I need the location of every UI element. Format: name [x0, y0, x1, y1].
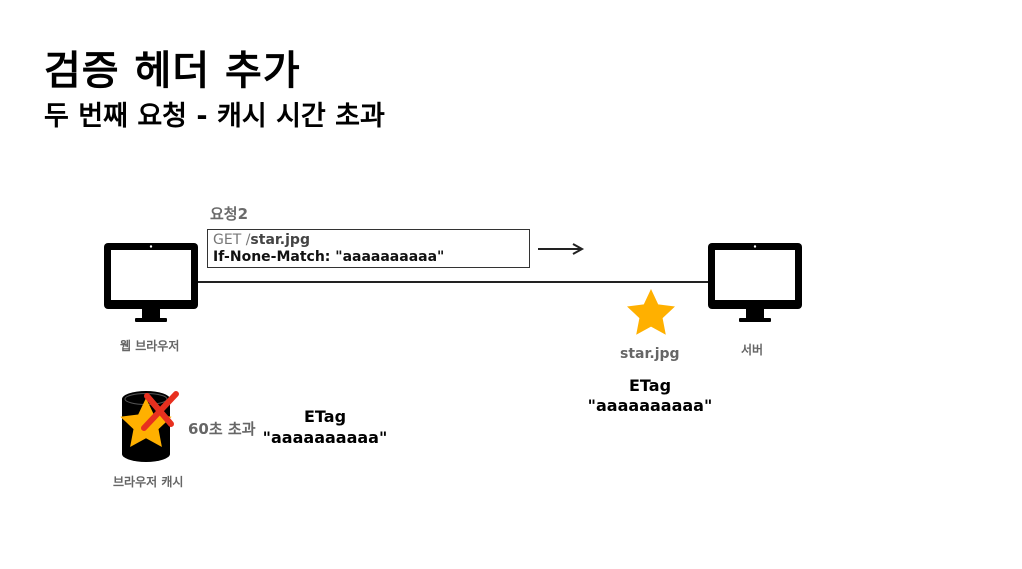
- server-etag-value: "aaaaaaaaaa": [587, 396, 713, 415]
- request-box: GET /star.jpg If-None-Match: "aaaaaaaaaa…: [207, 229, 530, 268]
- server-monitor-icon: [708, 243, 802, 322]
- cache-etag-value: "aaaaaaaaaa": [262, 428, 388, 447]
- server-etag-title: ETag: [628, 376, 672, 395]
- page-subtitle: 두 번째 요청 - 캐시 시간 초과: [44, 101, 385, 132]
- resource-label: star.jpg: [620, 346, 680, 362]
- request-label: 요청2: [210, 205, 249, 223]
- request-line: GET /star.jpg: [213, 232, 310, 248]
- client-label: 웹 브라우저: [120, 339, 180, 353]
- server-label: 서버: [741, 343, 764, 357]
- request-arrow-icon: [538, 243, 585, 255]
- request-header-line: If-None-Match: "aaaaaaaaaa": [213, 249, 445, 265]
- client-monitor-icon: [104, 243, 198, 322]
- cache-expired-label: 60초 초과: [188, 420, 256, 438]
- expired-cross-icon: [141, 391, 179, 431]
- server-star-icon: [627, 289, 675, 335]
- page-title: 검증 헤더 추가: [44, 48, 301, 94]
- cache-label: 브라우저 캐시: [113, 475, 184, 489]
- cache-etag-title: ETag: [303, 407, 347, 426]
